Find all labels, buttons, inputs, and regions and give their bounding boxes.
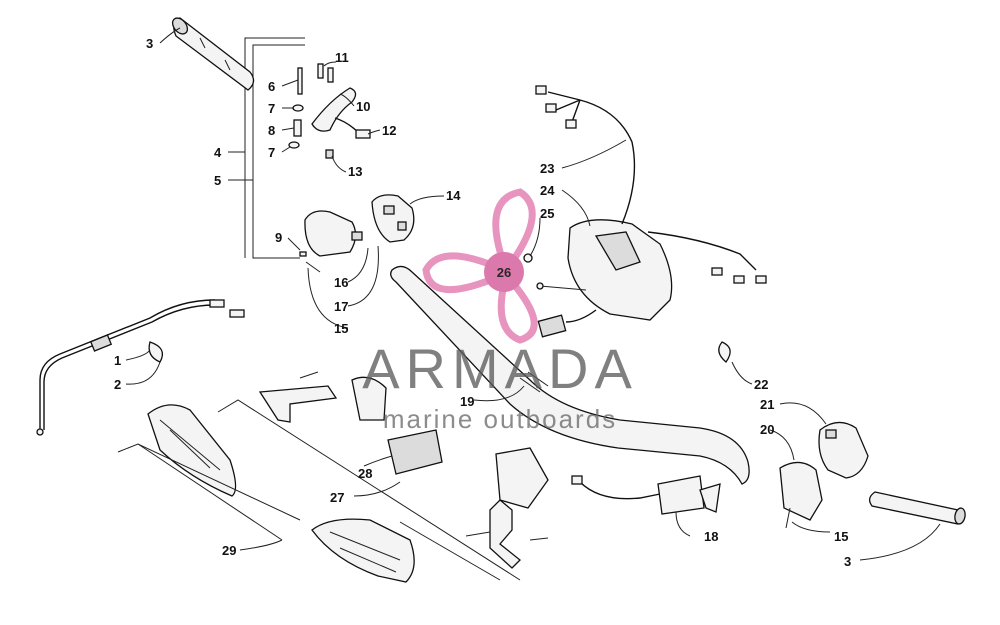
callout-15b: 15 [834,529,848,544]
handlebar [390,265,750,485]
callout-12: 12 [382,123,396,138]
callout-13: 13 [348,164,362,179]
callout-19: 19 [460,394,474,409]
bracket-4-5 [228,37,305,259]
callout-3b: 3 [844,554,851,569]
callout-22: 22 [754,377,768,392]
callout-23: 23 [540,161,554,176]
wire-harness-18 [571,475,721,515]
switch-housing-left [299,210,363,273]
callout-24: 24 [540,183,555,198]
grip-top-left [171,17,255,91]
watermark: 26 ARMADA marine outboards [362,188,638,434]
leader-lines [125,27,941,561]
switch-housing-right [523,85,767,338]
callout-17: 17 [334,299,348,314]
propeller-logo [422,188,538,344]
watermark-brand: ARMADA [362,337,638,400]
callout-7b: 7 [268,145,275,160]
callout-labels: 3 11 6 10 7 8 12 4 7 13 5 14 9 16 17 15 … [114,36,851,569]
callout-4: 4 [214,145,222,160]
hand-guards [147,371,549,583]
callout-15: 15 [334,321,348,336]
callout-27: 27 [330,490,344,505]
throttle-parts [288,63,371,159]
callout-21: 21 [760,397,774,412]
callout-5: 5 [214,173,221,188]
callout-16: 16 [334,275,348,290]
callout-2: 2 [114,377,121,392]
throttle-cable [36,299,245,436]
switch-14 [371,194,415,243]
callout-7: 7 [268,101,275,116]
logo-number: 26 [497,265,511,280]
callout-1: 1 [114,353,121,368]
callout-8: 8 [268,123,275,138]
callout-11: 11 [335,50,349,65]
callout-29: 29 [222,543,236,558]
callout-28: 28 [358,466,372,481]
watermark-tagline: marine outboards [383,404,617,434]
grip-bottom-right [718,341,966,529]
callout-6: 6 [268,79,275,94]
callout-18: 18 [704,529,718,544]
callout-10: 10 [356,99,370,114]
callout-20: 20 [760,422,774,437]
group-lines [117,399,521,581]
callout-3: 3 [146,36,153,51]
callout-14: 14 [446,188,461,203]
callout-9: 9 [275,230,282,245]
callout-25: 25 [540,206,554,221]
